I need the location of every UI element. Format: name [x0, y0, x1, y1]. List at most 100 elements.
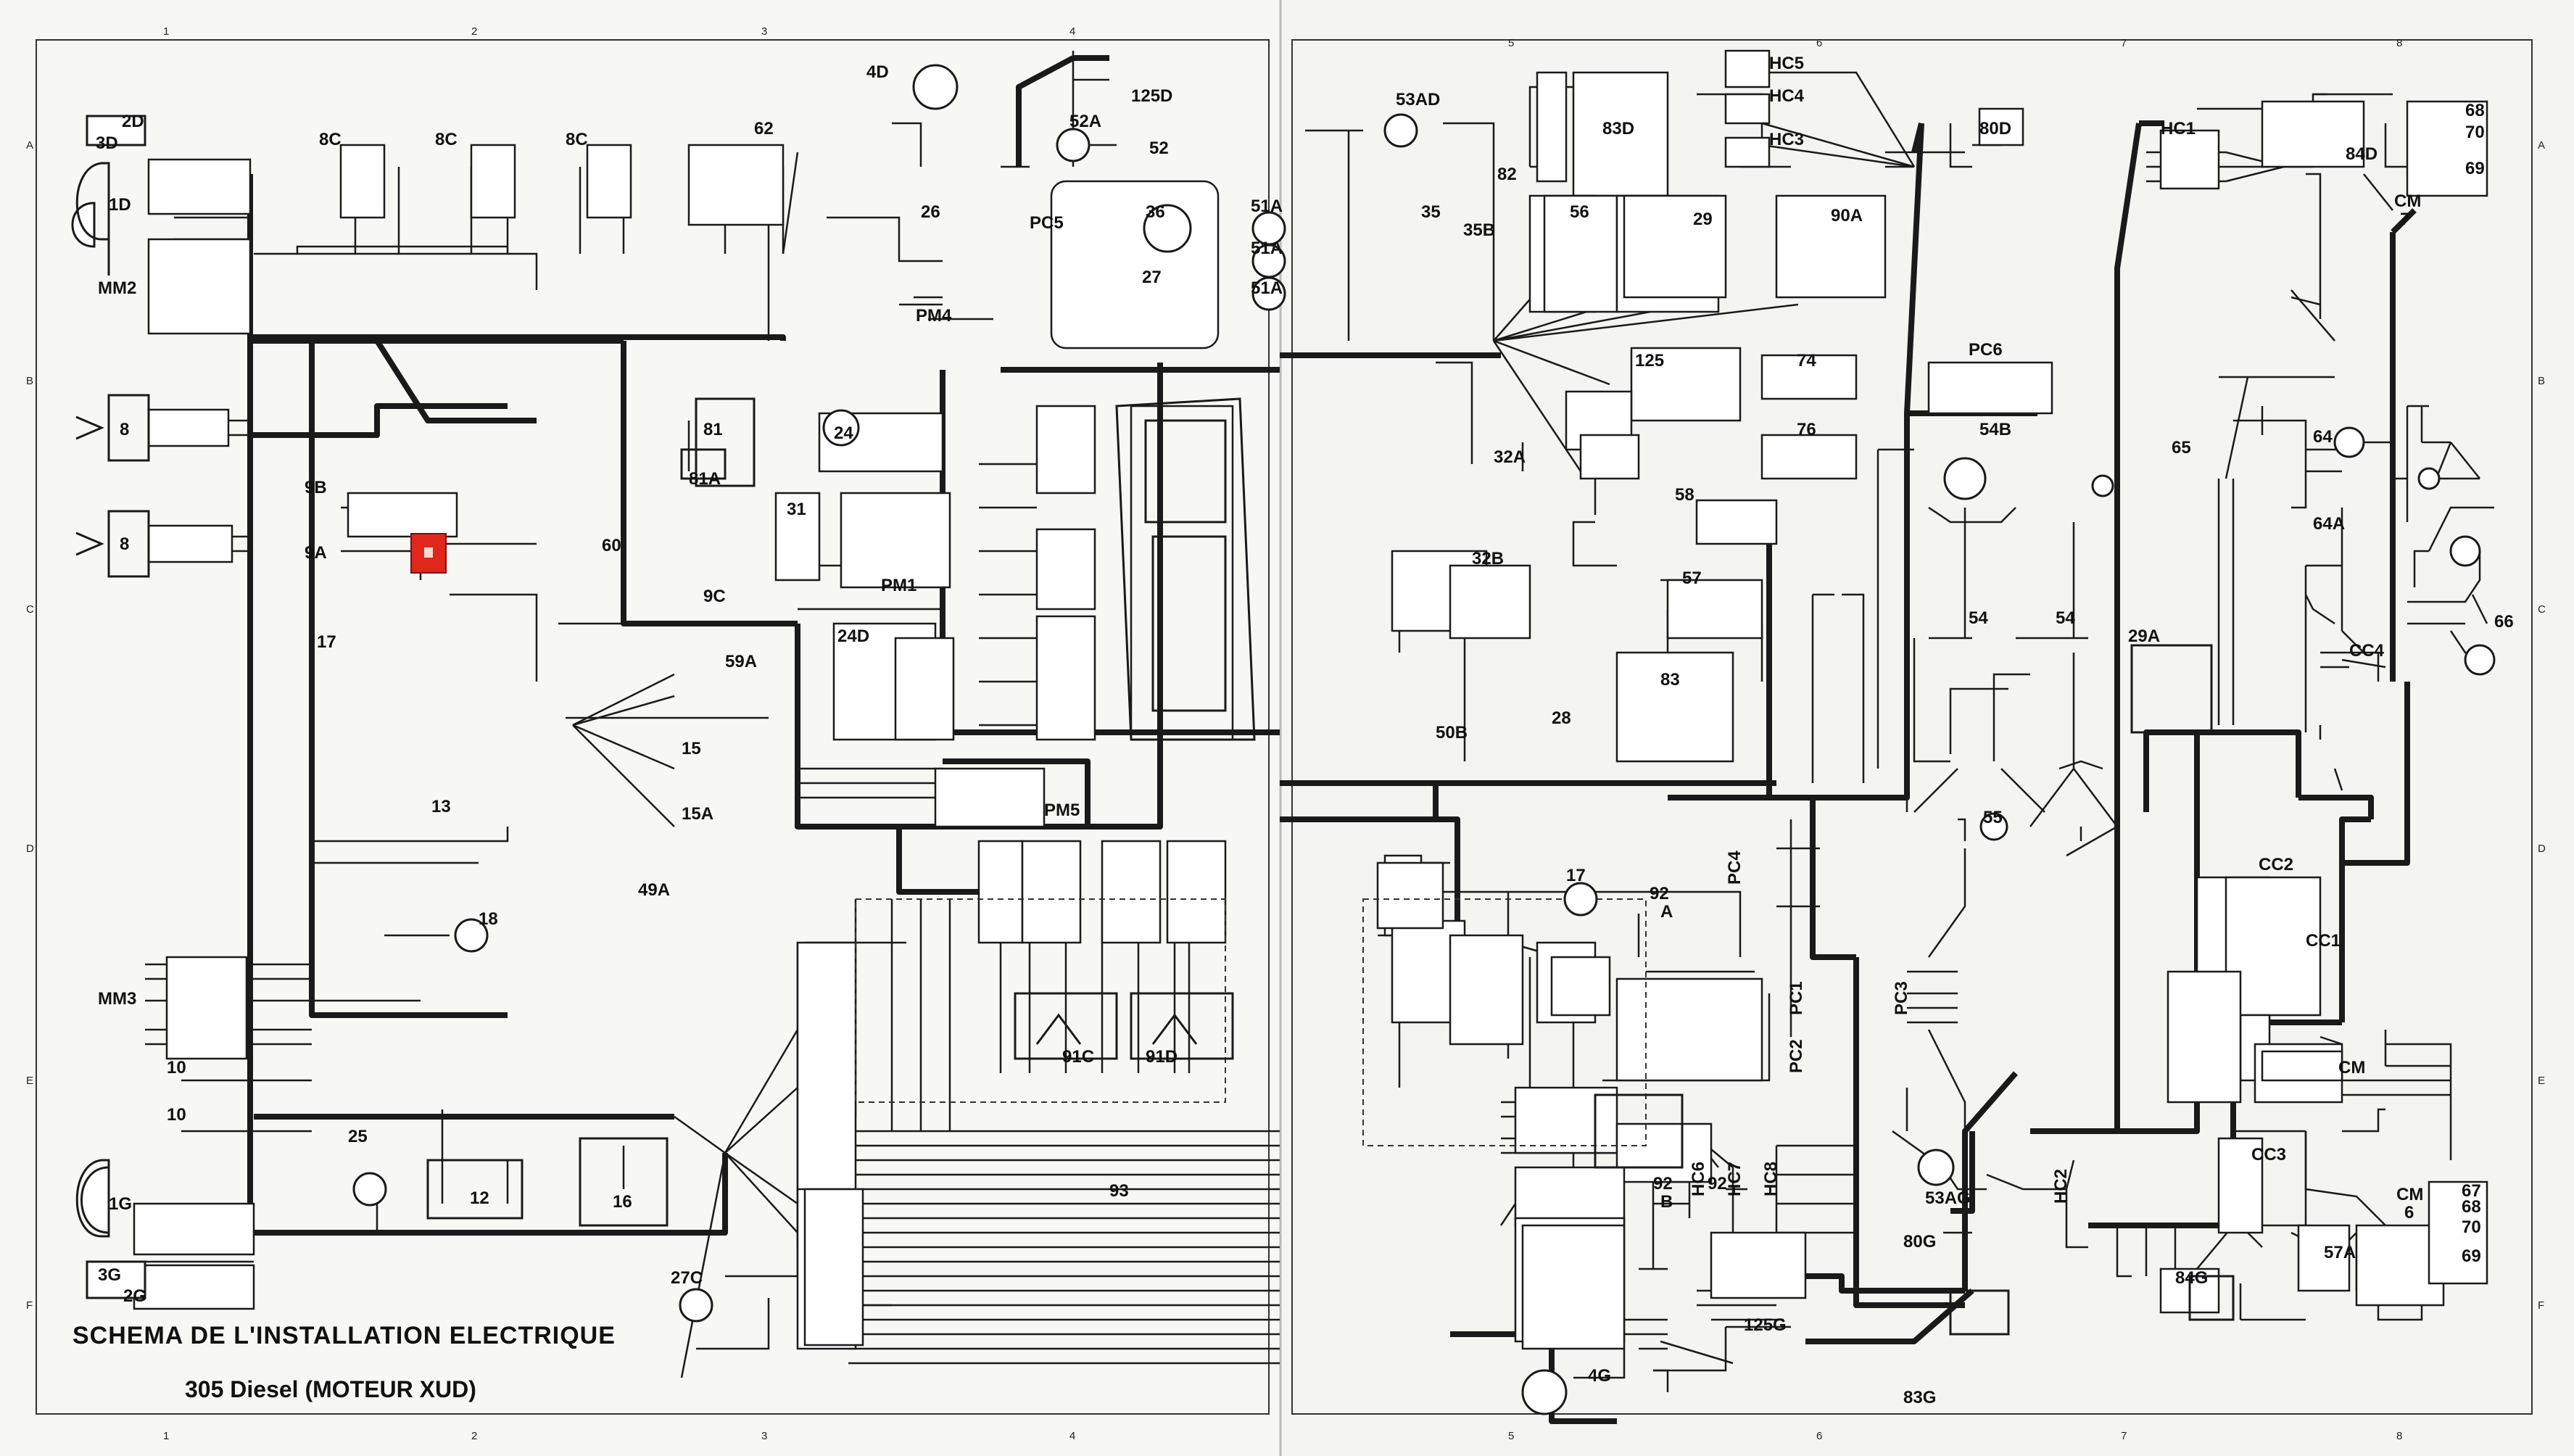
label-36: 36: [1146, 202, 1165, 222]
label-CC1: CC1: [2306, 931, 2341, 951]
grid-row-c-right: C: [2538, 603, 2546, 616]
label-83: 83: [1660, 670, 1680, 690]
grid-col-8-top: 8: [2396, 37, 2402, 49]
label-PC2: PC2: [1787, 1039, 1806, 1073]
label-HC3: HC3: [1769, 130, 1804, 149]
grid-col-6-top: 6: [1816, 37, 1822, 49]
label-PM4: PM4: [916, 306, 952, 326]
label-32B: 32B: [1472, 549, 1504, 568]
label-59A: 59A: [725, 652, 757, 671]
label-PC1: PC1: [1787, 981, 1806, 1015]
label-12: 12: [470, 1188, 489, 1208]
label-51A-2: 51A: [1251, 239, 1283, 258]
label-27: 27: [1142, 268, 1162, 287]
grid-row-c-left: C: [26, 603, 34, 616]
label-9A: 9A: [305, 543, 327, 563]
label-35: 35: [1421, 202, 1441, 222]
diagram-subtitle: 305 Diesel (MOTEUR XUD): [185, 1376, 476, 1402]
label-68G: 68: [2462, 1197, 2481, 1217]
label-35B: 35B: [1463, 220, 1495, 240]
label-92B-suffix: B: [1660, 1192, 1673, 1212]
label-67G: 67: [2462, 1181, 2481, 1201]
label-52A: 52A: [1069, 112, 1101, 131]
label-25: 25: [348, 1127, 368, 1146]
label-CM-6: CM: [2396, 1185, 2423, 1204]
grid-col-4-bottom: 4: [1069, 1430, 1075, 1442]
label-92B: 92: [1653, 1174, 1673, 1194]
label-10b: 10: [167, 1105, 186, 1125]
label-2G: 2G: [123, 1286, 146, 1306]
label-24: 24: [834, 423, 853, 443]
grid-row-a-left: A: [26, 139, 33, 152]
connector-boxes: [133, 49, 2488, 1350]
grid-row-d-right: D: [2538, 843, 2546, 855]
label-74: 74: [1797, 351, 1816, 371]
grid-col-7-bottom: 7: [2121, 1430, 2127, 1442]
label-HC8: HC8: [1761, 1162, 1781, 1196]
label-CC4: CC4: [2349, 641, 2385, 661]
label-125G: 125G: [1744, 1315, 1787, 1335]
relays-91: [1014, 992, 1234, 1060]
label-58: 58: [1675, 485, 1694, 505]
diagram-title: SCHEMA DE L'INSTALLATION ELECTRIQUE: [73, 1322, 616, 1349]
label-29: 29: [1693, 210, 1713, 229]
label-PM5: PM5: [1044, 801, 1080, 820]
label-8C-2: 8C: [435, 130, 458, 149]
label-PM1: PM1: [881, 576, 916, 595]
label-CM-6-num: 6: [2404, 1203, 2414, 1223]
label-70G: 70: [2462, 1217, 2481, 1237]
label-56: 56: [1570, 202, 1589, 222]
label-27C: 27C: [671, 1268, 703, 1288]
grid-row-a-right: A: [2538, 139, 2545, 152]
grid-row-b-left: B: [26, 375, 33, 387]
label-69G: 69: [2462, 1246, 2481, 1266]
label-26: 26: [921, 202, 940, 222]
label-81: 81: [703, 420, 723, 439]
label-80D: 80D: [1979, 119, 2011, 138]
label-83D: 83D: [1602, 119, 1634, 138]
grid-col-4-top: 4: [1069, 25, 1075, 38]
label-64: 64: [2313, 427, 2333, 447]
label-53AD: 53AD: [1396, 90, 1440, 109]
label-MM3: MM3: [98, 989, 136, 1009]
label-57A: 57A: [2324, 1243, 2356, 1262]
grid-col-8-bottom: 8: [2396, 1430, 2402, 1442]
label-28: 28: [1552, 708, 1571, 728]
grid-row-e-left: E: [26, 1075, 33, 1087]
label-32A: 32A: [1494, 447, 1526, 467]
grid-col-5-top: 5: [1508, 37, 1514, 49]
grid-col-2-top: 2: [471, 25, 477, 38]
label-HC2: HC2: [2051, 1169, 2071, 1204]
label-84G: 84G: [2175, 1268, 2208, 1288]
label-70D: 70: [2465, 123, 2485, 142]
label-18: 18: [479, 909, 498, 929]
label-8C-1: 8C: [319, 130, 342, 149]
headlamps: [75, 162, 110, 1238]
label-69D: 69: [2465, 159, 2485, 178]
label-HC1: HC1: [2161, 119, 2196, 138]
label-HC7: HC7: [1725, 1162, 1745, 1196]
label-9B: 9B: [305, 478, 327, 497]
grid-col-7-top: 7: [2121, 37, 2127, 49]
label-13: 13: [431, 797, 451, 816]
label-84D: 84D: [2346, 144, 2378, 164]
fuse-box-zones: [855, 898, 1647, 1146]
grid-row-b-right: B: [2538, 375, 2545, 387]
label-81A: 81A: [689, 469, 721, 489]
label-82: 82: [1497, 165, 1517, 184]
label-57: 57: [1682, 568, 1702, 588]
component-labels: 2D 3D 1D MM2 8 8 8C 8C 8C 62 81 81A 9B 9…: [96, 54, 2514, 1407]
label-91C: 91C: [1062, 1047, 1094, 1067]
fan-icons: [75, 394, 150, 578]
frames: [36, 39, 2533, 1415]
label-29A: 29A: [2128, 626, 2160, 646]
grid-col-3-bottom: 3: [761, 1430, 767, 1442]
label-60: 60: [602, 536, 621, 555]
label-92A: 92: [1650, 884, 1669, 903]
label-HC6: HC6: [1689, 1162, 1708, 1196]
grid-row-f-left: F: [26, 1299, 33, 1312]
label-125: 125: [1635, 351, 1664, 371]
grid-row-e-right: E: [2538, 1075, 2545, 1087]
grid-col-5-bottom: 5: [1508, 1430, 1514, 1442]
signal-wires: [145, 51, 2494, 1392]
